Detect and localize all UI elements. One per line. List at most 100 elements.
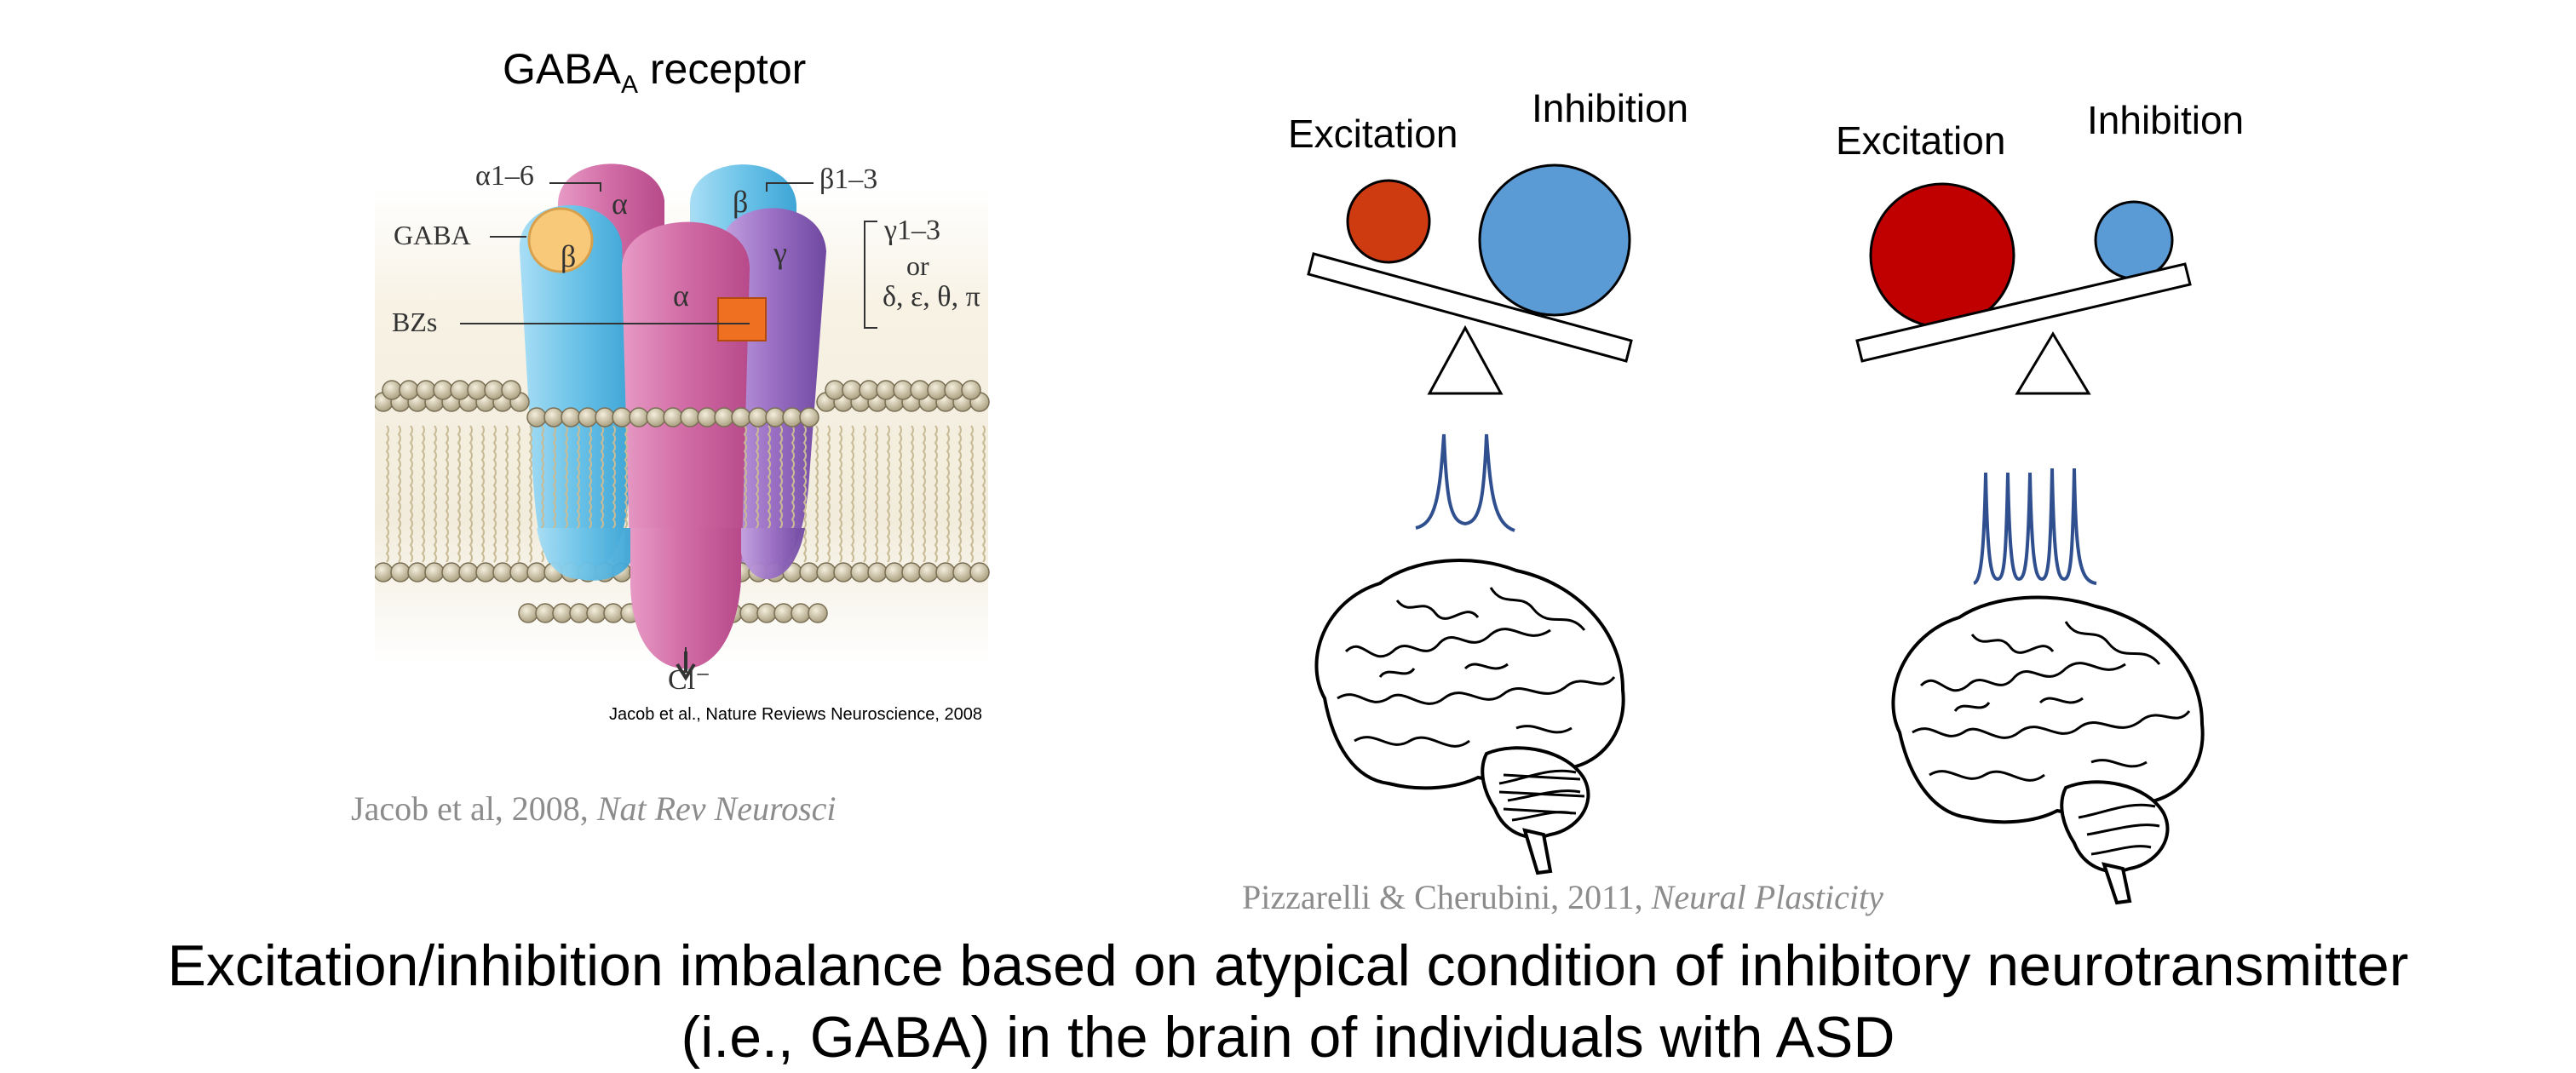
lipid-tail — [886, 425, 890, 563]
inner-credit: Jacob et al., Nature Reviews Neuroscienc… — [609, 705, 983, 724]
lipid-head — [501, 380, 521, 400]
chloride-arrow — [676, 651, 696, 681]
lipid-head — [433, 380, 453, 400]
label-beta-range: β1–3 — [819, 164, 878, 195]
lipid-tail — [981, 425, 986, 563]
label-beta-left: β — [561, 239, 577, 273]
lipid-tail — [814, 425, 819, 563]
label-gamma-or: or — [906, 250, 929, 281]
lipid-head — [876, 380, 896, 400]
excitation-ball-asd — [1869, 182, 2015, 329]
lipid-tail — [838, 425, 842, 563]
lipid-head — [526, 407, 547, 427]
lipid-head — [399, 380, 419, 400]
lipid-tail — [946, 425, 950, 563]
lipid-head — [646, 407, 666, 427]
lipid-head — [773, 603, 794, 623]
lipid-tail — [445, 425, 449, 563]
lipid-head — [543, 407, 564, 427]
inhibition-label-asd: Inhibition — [2087, 98, 2245, 142]
lipid-tail — [862, 425, 866, 563]
lipid-head — [603, 603, 624, 623]
lipid-head — [910, 380, 930, 400]
lipid-head — [450, 380, 470, 400]
lipid-tail — [385, 425, 389, 563]
lipid-head — [680, 407, 700, 427]
lipid-head — [484, 380, 504, 400]
beta-subunit-lower — [537, 528, 630, 581]
lipid-head — [492, 562, 513, 582]
lipid-head — [842, 380, 862, 400]
lipid-head — [535, 603, 555, 623]
lipid-head — [799, 407, 819, 427]
label-bzs: BZs — [392, 307, 438, 337]
title-main: GABA — [503, 45, 621, 93]
lipid-tail — [409, 425, 413, 563]
spikes-asd — [1973, 468, 2097, 585]
spike-trace-asd — [1973, 468, 2097, 585]
lipid-head — [586, 603, 607, 623]
lipid-head — [935, 562, 956, 582]
lipid-tail — [898, 425, 902, 563]
lipid-tail — [850, 425, 854, 563]
caption-line-2: (i.e., GABA) in the brain of individuals… — [681, 1005, 1895, 1070]
inhibition-ball-typical — [1478, 164, 1631, 317]
lipid-tail — [910, 425, 914, 563]
lipid-tail — [469, 425, 473, 563]
label-chloride: Cl⁻ — [668, 664, 711, 696]
lipid-head — [509, 562, 530, 582]
seesaw-typical — [1307, 164, 1633, 395]
lipid-head — [552, 603, 572, 623]
lipid-tail — [457, 425, 461, 563]
label-alpha-front: α — [673, 278, 689, 313]
lipid-head — [833, 562, 854, 582]
brain-folds-typical — [1337, 587, 1616, 822]
beta-subunit-left — [519, 204, 630, 579]
lipid-head — [799, 562, 819, 582]
lipid-head — [850, 562, 871, 582]
balance-citation: Pizzarelli & Cherubini, 2011, Neural Pla… — [1242, 877, 1883, 917]
lipid-head — [791, 603, 811, 623]
lipid-head — [416, 380, 436, 400]
alpha-subunit-lower — [630, 528, 741, 668]
label-gamma-range: γ1–3 — [884, 215, 941, 246]
lipid-head — [407, 562, 428, 582]
lipid-head — [969, 562, 990, 582]
lipid-head — [475, 562, 496, 582]
inhibition-label-typical: Inhibition — [1532, 86, 1689, 130]
lipid-head — [441, 562, 462, 582]
lipid-tail — [922, 425, 926, 563]
label-gamma-alt: δ, ε, θ, π — [883, 281, 980, 313]
lipid-tail — [826, 425, 831, 563]
lipid-head — [739, 603, 760, 623]
seesaw-plank-asd — [1855, 262, 2192, 363]
label-gamma: γ — [773, 236, 787, 270]
title-sub: A — [620, 71, 638, 99]
lipid-head — [961, 380, 981, 400]
lipid-head — [561, 407, 581, 427]
lipid-head — [756, 603, 777, 623]
lipid-head — [424, 562, 445, 582]
lipid-head — [663, 407, 683, 427]
gaba-citation: Jacob et al, 2008, Nat Rev Neurosci — [351, 789, 837, 829]
balance-citation-plain: Pizzarelli & Cherubini, 2011, — [1242, 878, 1652, 916]
lipid-head — [782, 407, 802, 427]
lipid-head — [526, 562, 547, 582]
lipid-head — [697, 407, 717, 427]
lipid-head — [518, 603, 538, 623]
lipid-tail — [492, 425, 497, 563]
gaba-figure-title: GABAA receptor — [503, 44, 806, 100]
inhibition-ball-asd — [2094, 200, 2174, 280]
lipid-head — [612, 407, 632, 427]
lipid-head — [629, 407, 649, 427]
lipid-head — [458, 562, 479, 582]
gaba-citation-italic: Nat Rev Neurosci — [596, 789, 837, 828]
excitation-ball-typical — [1346, 179, 1431, 264]
lipid-tail — [504, 425, 509, 563]
label-alpha-back: α — [612, 186, 628, 221]
label-alpha-range: α1–6 — [475, 160, 534, 192]
seesaw-asd — [1855, 182, 2192, 395]
lipid-head — [731, 407, 751, 427]
lipid-head — [927, 380, 947, 400]
